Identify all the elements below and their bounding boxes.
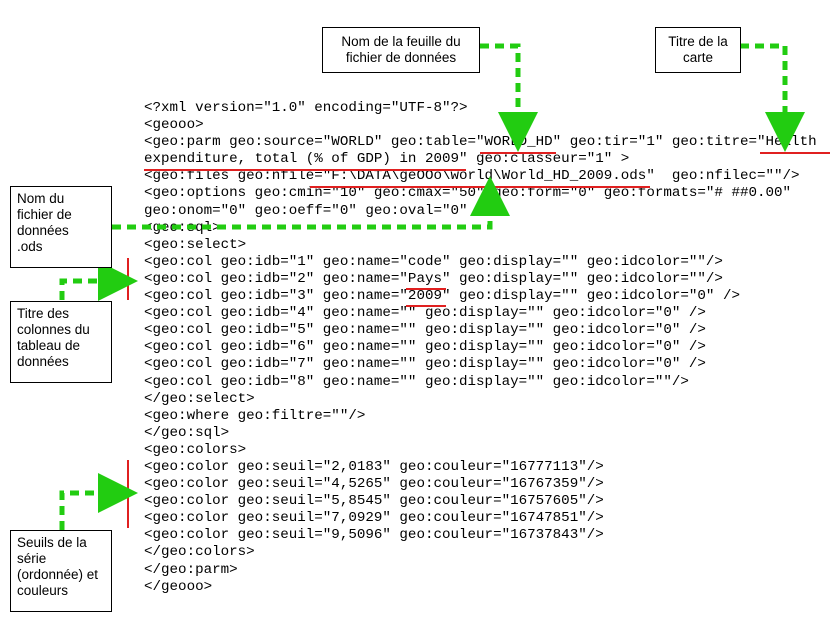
code-line: <geo:color geo:seuil="4,5265" geo:couleu… <box>144 476 604 493</box>
code-line: <geo:color geo:seuil="9,5096" geo:couleu… <box>144 527 604 544</box>
code-line: <geo:color geo:seuil="7,0929" geo:couleu… <box>144 510 604 527</box>
code-line: expenditure, total (% of GDP) in 2009" g… <box>144 151 630 168</box>
code-line: <geo:col geo:idb="1" geo:name="code" geo… <box>144 253 723 270</box>
code-line: <geo:col geo:idb="6" geo:name="" geo:dis… <box>144 339 706 356</box>
callout-thresholds-text: Seuils de la série (ordonnée) et couleur… <box>17 535 99 598</box>
arrow-sheet-name <box>480 43 538 152</box>
callout-ods-file: Nom du fichier de données .ods <box>10 186 112 268</box>
code-line: </geo:parm> <box>144 561 238 578</box>
code-line: <geo:files geo:nfile="F:\DATA\geOOo\worl… <box>144 168 800 185</box>
code-line: <geo:col geo:idb="2" geo:name="Pays" geo… <box>144 270 723 287</box>
code-line: <geo:sql> <box>144 219 221 236</box>
code-line: <geo:col geo:idb="7" geo:name="" geo:dis… <box>144 356 706 373</box>
code-line: <geo:colors> <box>144 441 247 458</box>
code-line: <geo:col geo:idb="5" geo:name="" geo:dis… <box>144 322 706 339</box>
code-line: <?xml version="1.0" encoding="UTF-8"?> <box>144 100 468 116</box>
callout-sheet-name-text: Nom de la feuille du fichier de données <box>341 34 461 65</box>
callout-sheet-name: Nom de la feuille du fichier de données <box>322 27 480 73</box>
code-line: <geooo> <box>144 117 204 134</box>
code-line: </geo:colors> <box>144 544 255 561</box>
callout-ods-file-text: Nom du fichier de données .ods <box>17 191 72 254</box>
code-line: <geo:color geo:seuil="5,8545" geo:couleu… <box>144 493 604 510</box>
code-line: </geo:select> <box>144 390 255 407</box>
code-line: <geo:color geo:seuil="2,0183" geo:couleu… <box>144 458 604 475</box>
code-line: <geo:col geo:idb="3" geo:name="2009" geo… <box>144 288 740 305</box>
code-line: <geo:select> <box>144 236 247 253</box>
callout-map-title: Titre de la carte <box>655 27 741 73</box>
code-line: </geooo> <box>144 578 213 595</box>
code-line: <geo:col geo:idb="8" geo:name="" geo:dis… <box>144 373 689 390</box>
arrow-column-titles <box>59 261 138 301</box>
code-line: <geo:where geo:filtre=""/> <box>144 407 366 424</box>
green-arrows <box>59 43 805 530</box>
code-line: geo:onom="0" geo:oeff="0" geo:oval="0" /… <box>144 202 494 219</box>
callout-column-titles: Titre des colonnes du tableau de données <box>10 301 112 383</box>
arrow-ods-file <box>112 176 510 230</box>
xml-code-listing: <?xml version="1.0" encoding="UTF-8"?><g… <box>144 100 817 596</box>
callout-thresholds: Seuils de la série (ordonnée) et couleur… <box>10 530 112 612</box>
arrow-thresholds <box>59 473 138 530</box>
callout-column-titles-text: Titre des colonnes du tableau de données <box>17 306 90 369</box>
code-line: <geo:col geo:idb="4" geo:name="" geo:dis… <box>144 305 706 322</box>
code-line: </geo:sql> <box>144 424 230 441</box>
arrow-map-title <box>740 43 805 152</box>
callout-map-title-text: Titre de la carte <box>668 34 728 65</box>
code-line: <geo:options geo:cmin="10" geo:cmax="50"… <box>144 185 792 202</box>
